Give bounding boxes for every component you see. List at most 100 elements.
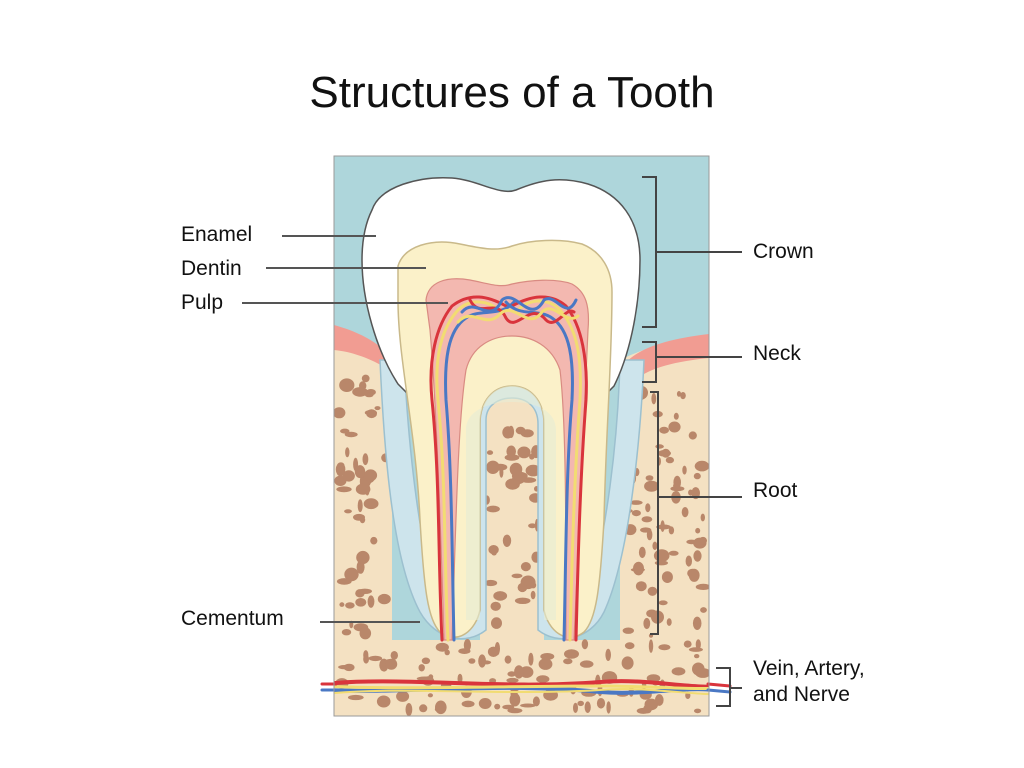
bone-spot xyxy=(622,627,634,634)
bone-spot xyxy=(532,696,540,707)
bone-spot xyxy=(355,483,371,495)
bone-spot xyxy=(525,464,541,477)
bone-spot xyxy=(530,582,537,589)
bone-spot xyxy=(367,595,375,608)
bone-spot xyxy=(364,469,378,482)
bone-spot xyxy=(693,550,702,562)
bone-spot xyxy=(484,579,498,587)
bone-spot xyxy=(405,703,413,716)
bone-spot xyxy=(694,460,709,472)
bone-spot xyxy=(581,639,589,650)
bone-spot xyxy=(536,675,550,683)
bone-spot xyxy=(416,676,433,681)
bone-spot xyxy=(342,470,355,482)
label-dentin: Dentin xyxy=(181,257,242,280)
bone-spot xyxy=(345,602,355,609)
bone-spot xyxy=(491,550,497,556)
bone-spot xyxy=(336,486,352,493)
bone-spot xyxy=(390,651,398,660)
bone-spot xyxy=(529,453,535,460)
base-vessels xyxy=(334,679,709,696)
label-vessels-line2: and Nerve xyxy=(753,683,850,706)
bone-spot xyxy=(359,627,372,640)
pulp-vessels xyxy=(429,295,588,642)
bone-spot xyxy=(421,657,431,665)
bone-spot xyxy=(344,509,352,514)
bone-spot xyxy=(339,378,355,393)
bone-spot xyxy=(671,667,686,676)
bone-spot xyxy=(660,520,665,532)
bone-spot xyxy=(355,598,367,607)
bone-spot xyxy=(344,431,358,438)
bone-spot xyxy=(435,642,449,652)
bone-spot xyxy=(363,654,369,664)
bone-spot xyxy=(695,527,701,534)
bone-spot xyxy=(624,642,635,650)
bone-spot xyxy=(468,658,476,664)
bone-spot xyxy=(520,562,531,572)
bone-spot xyxy=(668,421,681,433)
label-pulp: Pulp xyxy=(181,291,224,314)
bone-spot xyxy=(655,444,664,449)
bone-spot xyxy=(645,503,651,513)
bone-spot xyxy=(517,446,531,459)
bone-spot xyxy=(478,698,492,709)
bone-spot xyxy=(596,698,606,709)
bone-spot xyxy=(361,374,370,383)
bone-spot xyxy=(491,617,502,629)
root-inner-lining xyxy=(466,386,556,620)
bone-spot xyxy=(353,513,365,521)
jaw-bone xyxy=(334,330,709,716)
bone-spot xyxy=(427,693,433,698)
bone-spot xyxy=(573,702,578,714)
bone-spot xyxy=(354,465,366,479)
bone-spot xyxy=(564,650,569,657)
bone-spot xyxy=(540,653,555,660)
bone-spot xyxy=(668,550,679,556)
bone-spot xyxy=(376,695,391,708)
label-cementum: Cementum xyxy=(181,607,284,630)
bone-spot xyxy=(334,407,346,419)
bone-spot xyxy=(584,701,591,713)
bone-spot xyxy=(338,665,351,670)
bone-spot xyxy=(486,505,500,513)
bone-spot xyxy=(683,640,692,648)
bone-spot xyxy=(665,456,675,464)
bone-spot xyxy=(509,693,521,707)
bone-spot xyxy=(340,428,350,434)
bone-spot xyxy=(493,591,508,601)
bone-spot xyxy=(419,704,428,713)
bone-spot xyxy=(352,387,368,397)
bone-spot xyxy=(374,406,381,411)
bone-spot xyxy=(654,560,669,566)
bone-spot xyxy=(434,706,445,713)
bone-spot xyxy=(538,658,553,670)
bone-spot xyxy=(339,602,345,607)
bone-spot xyxy=(517,582,528,593)
bone-spot xyxy=(641,516,653,523)
bone-spot xyxy=(502,534,512,547)
bone-spot xyxy=(577,700,584,707)
bone-spot xyxy=(363,498,379,510)
bone-spot xyxy=(629,500,643,505)
bone-spot xyxy=(699,536,707,545)
label-enamel: Enamel xyxy=(181,223,253,246)
bone-spot xyxy=(688,647,703,652)
bone-spot xyxy=(605,648,611,662)
bone-spot xyxy=(396,690,410,702)
bone-spot xyxy=(494,703,501,710)
label-neck: Neck xyxy=(753,342,801,365)
diagram-title: Structures of a Tooth xyxy=(309,68,715,117)
bone-spot xyxy=(673,412,679,420)
root-bracket xyxy=(650,391,659,635)
bone-spot xyxy=(507,708,523,714)
bone-spot xyxy=(651,393,657,405)
bone-spot xyxy=(343,379,349,384)
bone-spot xyxy=(506,677,519,683)
bone-spot xyxy=(661,571,673,583)
bone-spot xyxy=(638,546,646,559)
bone-spot xyxy=(700,513,705,522)
bone-spot xyxy=(688,431,697,440)
bone-spot xyxy=(646,674,661,683)
